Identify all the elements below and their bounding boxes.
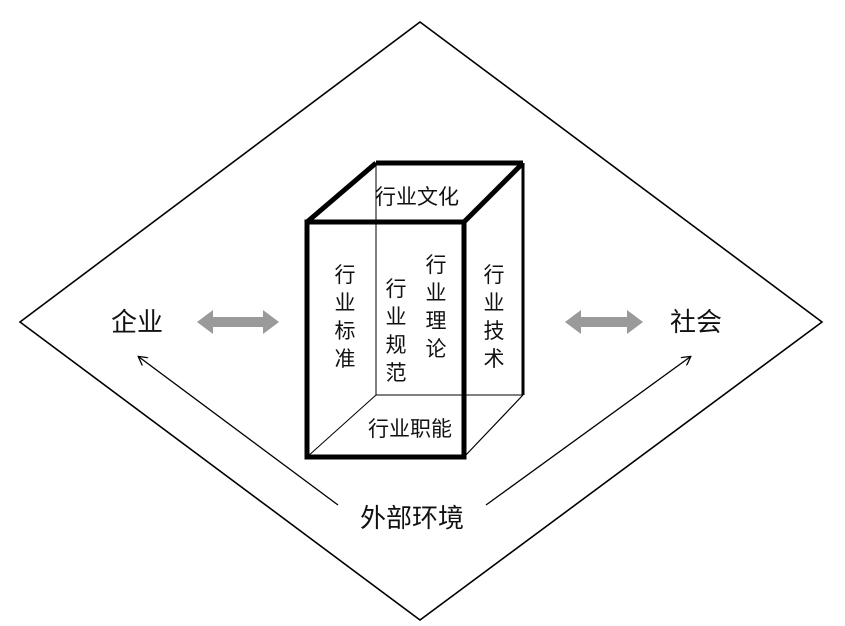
outer-diamond (18, 21, 824, 621)
back-right-char: 业 (426, 281, 447, 305)
left-face-char: 行 (335, 263, 356, 287)
left-face-char: 准 (335, 347, 356, 371)
left-face-label: 行 业 标 准 (335, 263, 356, 371)
bottom-face-label: 行业职能 (368, 417, 452, 441)
box-bottom-right-edge (463, 394, 524, 458)
back-left-char: 范 (386, 361, 407, 385)
right-entity-label: 社会 (670, 308, 722, 338)
left-face-char: 标 (335, 319, 356, 343)
back-right-label: 行 业 理 论 (426, 253, 447, 361)
back-right-char: 理 (426, 309, 447, 333)
back-left-char: 规 (386, 333, 407, 357)
right-face-char: 行 (484, 263, 505, 287)
right-double-arrow-icon (565, 310, 643, 334)
box-hidden-edges (306, 163, 523, 458)
back-left-char: 业 (386, 305, 407, 329)
external-environment-label: 外部环境 (360, 504, 464, 534)
right-face-char: 技 (484, 319, 505, 343)
back-left-char: 行 (386, 277, 407, 301)
box-visible-edges (304, 160, 525, 460)
back-right-char: 行 (426, 253, 447, 277)
arrow-to-left-entity (139, 357, 339, 506)
arrow-to-right-entity (485, 357, 690, 506)
top-face-label: 行业文化 (375, 185, 459, 209)
back-right-char: 论 (426, 337, 447, 361)
right-face-label: 行 业 技 术 (484, 263, 505, 371)
back-left-label: 行 业 规 范 (386, 277, 407, 385)
left-double-arrow-icon (197, 310, 279, 334)
right-face-char: 业 (484, 291, 505, 315)
left-face-char: 业 (335, 291, 356, 315)
right-face-char: 术 (484, 347, 505, 371)
left-entity-label: 企业 (111, 308, 163, 338)
